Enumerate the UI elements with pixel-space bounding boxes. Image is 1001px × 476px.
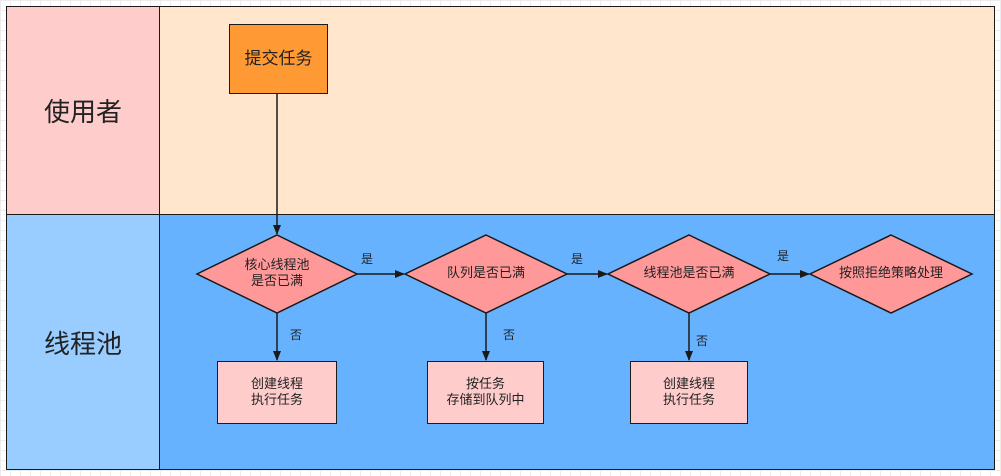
submit-task-node[interactable]: 提交任务: [229, 24, 328, 94]
enqueue-label: 按任务 存储到队列中: [446, 376, 525, 408]
edge-label-yes-1: 是: [361, 252, 374, 266]
decision-pool-full-label: 线程池是否已满: [643, 266, 735, 281]
lane-user-header: 使用者: [6, 6, 160, 215]
edge-label-no-2: 否: [503, 328, 516, 342]
submit-task-label: 提交任务: [244, 49, 313, 69]
edge-label-yes-2: 是: [571, 252, 584, 266]
create-worker-1-label: 创建线程 执行任务: [250, 376, 303, 408]
lane-pool-header: 线程池: [6, 214, 160, 470]
decision-reject[interactable]: [808, 234, 974, 314]
create-worker-2-label: 创建线程 执行任务: [662, 376, 715, 408]
edge-label-no-3: 否: [696, 334, 709, 348]
create-worker-box-1[interactable]: 创建线程 执行任务: [217, 361, 337, 424]
enqueue-task-box[interactable]: 按任务 存储到队列中: [427, 361, 544, 424]
decision-reject-label: 按照拒绝策略处理: [838, 266, 943, 281]
decision-core-full-label: 核心线程池 是否已满: [244, 258, 310, 289]
lane-user-label: 使用者: [43, 98, 122, 128]
create-worker-box-2[interactable]: 创建线程 执行任务: [630, 361, 748, 424]
decision-queue-full-label: 队列是否已满: [446, 266, 525, 281]
edge-label-no-1: 否: [290, 328, 303, 342]
lane-pool-label: 线程池: [43, 329, 122, 360]
edge-label-yes-3: 是: [777, 249, 790, 263]
